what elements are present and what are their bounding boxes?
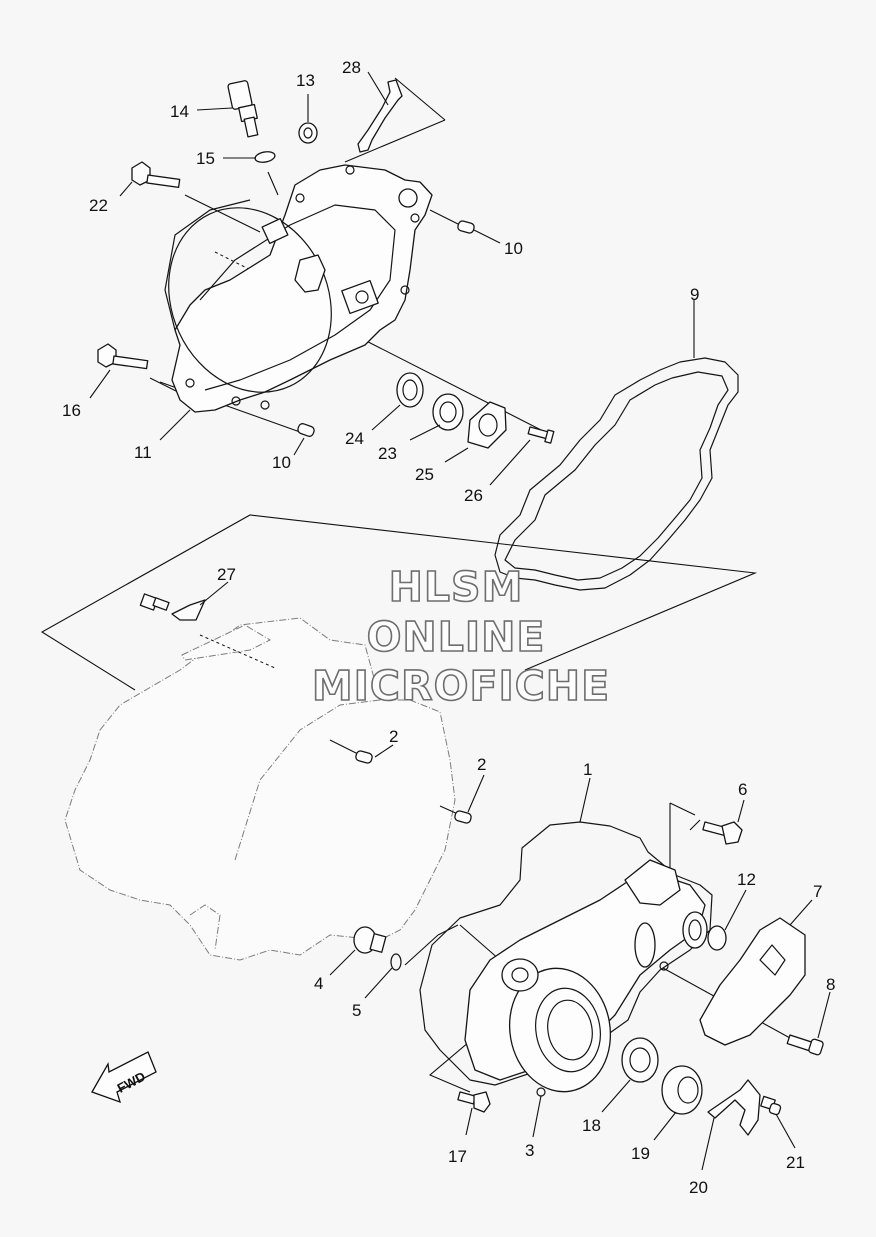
washer-12-part xyxy=(707,925,727,951)
callout-6: 6 xyxy=(738,780,747,799)
gasket-part xyxy=(494,357,739,591)
callout-14: 14 xyxy=(170,102,189,121)
crankcase-cover-right xyxy=(419,821,713,1097)
callout-labels: 1 2 2 3 4 5 6 7 8 9 10 10 11 12 13 14 15… xyxy=(62,58,835,1197)
watermark-line-1: HLSM xyxy=(389,563,524,611)
callout-16: 16 xyxy=(62,401,81,420)
screw-26-part xyxy=(527,426,555,444)
retainer-plate-part xyxy=(467,401,507,449)
callout-4: 4 xyxy=(314,974,323,993)
dowel-pin-2b xyxy=(454,810,472,824)
callout-11: 11 xyxy=(134,443,152,462)
callout-24: 24 xyxy=(345,429,364,448)
watermark: HLSM ONLINE MICROFICHE xyxy=(311,562,610,711)
watermark-line-3: MICROFICHE xyxy=(312,662,610,710)
callout-19: 19 xyxy=(631,1144,650,1163)
callout-15: 15 xyxy=(196,149,215,168)
callout-9: 9 xyxy=(690,285,699,304)
grommet-part xyxy=(298,122,318,144)
level-switch-part xyxy=(227,80,259,138)
o-ring-5-part xyxy=(390,953,402,971)
callout-10: 10 xyxy=(504,239,523,258)
callout-leaders xyxy=(89,71,831,1171)
bolt-27-part xyxy=(139,593,206,621)
callout-25: 25 xyxy=(415,465,434,484)
bolt-17-part xyxy=(457,1091,491,1113)
dowel-pin-upper xyxy=(457,220,475,234)
callout-27: 27 xyxy=(217,565,236,584)
cover-guard-part xyxy=(699,917,806,1046)
crankcase-ghost-outline xyxy=(64,617,456,961)
bearing-23-part xyxy=(432,393,464,431)
callout-23: 23 xyxy=(378,444,397,463)
callout-1: 1 xyxy=(583,760,592,779)
watermark-line-2: ONLINE xyxy=(367,613,546,661)
bolt-8-part xyxy=(786,1034,824,1056)
callout-2: 2 xyxy=(389,727,398,746)
dowel-pin-lower xyxy=(297,423,315,437)
callout-10: 10 xyxy=(272,453,291,472)
callout-20: 20 xyxy=(689,1178,708,1197)
callout-8: 8 xyxy=(826,975,835,994)
oil-seal-19-part xyxy=(661,1065,703,1115)
callout-18: 18 xyxy=(582,1116,601,1135)
callout-17: 17 xyxy=(448,1147,467,1166)
callout-2: 2 xyxy=(477,755,486,774)
clamp-part xyxy=(357,79,403,153)
callout-28: 28 xyxy=(342,58,361,77)
bolt-6-part xyxy=(702,821,743,845)
screw-21-part xyxy=(760,1095,782,1116)
callout-13: 13 xyxy=(296,71,315,90)
callout-26: 26 xyxy=(464,486,483,505)
retainer-plate-20-part xyxy=(707,1079,761,1136)
callout-3: 3 xyxy=(525,1141,534,1160)
callout-12: 12 xyxy=(737,870,756,889)
callout-7: 7 xyxy=(813,882,822,901)
bearing-18-part xyxy=(621,1037,659,1083)
o-ring-part xyxy=(254,151,276,163)
fwd-arrow-icon: FWD xyxy=(91,1051,157,1104)
dowel-pin-2a xyxy=(355,750,373,764)
crankcase-cover-left xyxy=(164,164,433,413)
bolt-16-part xyxy=(97,343,149,370)
oil-seal-24-part xyxy=(396,372,424,408)
plug-4-part xyxy=(353,926,387,954)
callout-22: 22 xyxy=(89,196,108,215)
bolt-22-part xyxy=(131,161,181,189)
callout-21: 21 xyxy=(786,1153,805,1172)
callout-5: 5 xyxy=(352,1001,361,1020)
